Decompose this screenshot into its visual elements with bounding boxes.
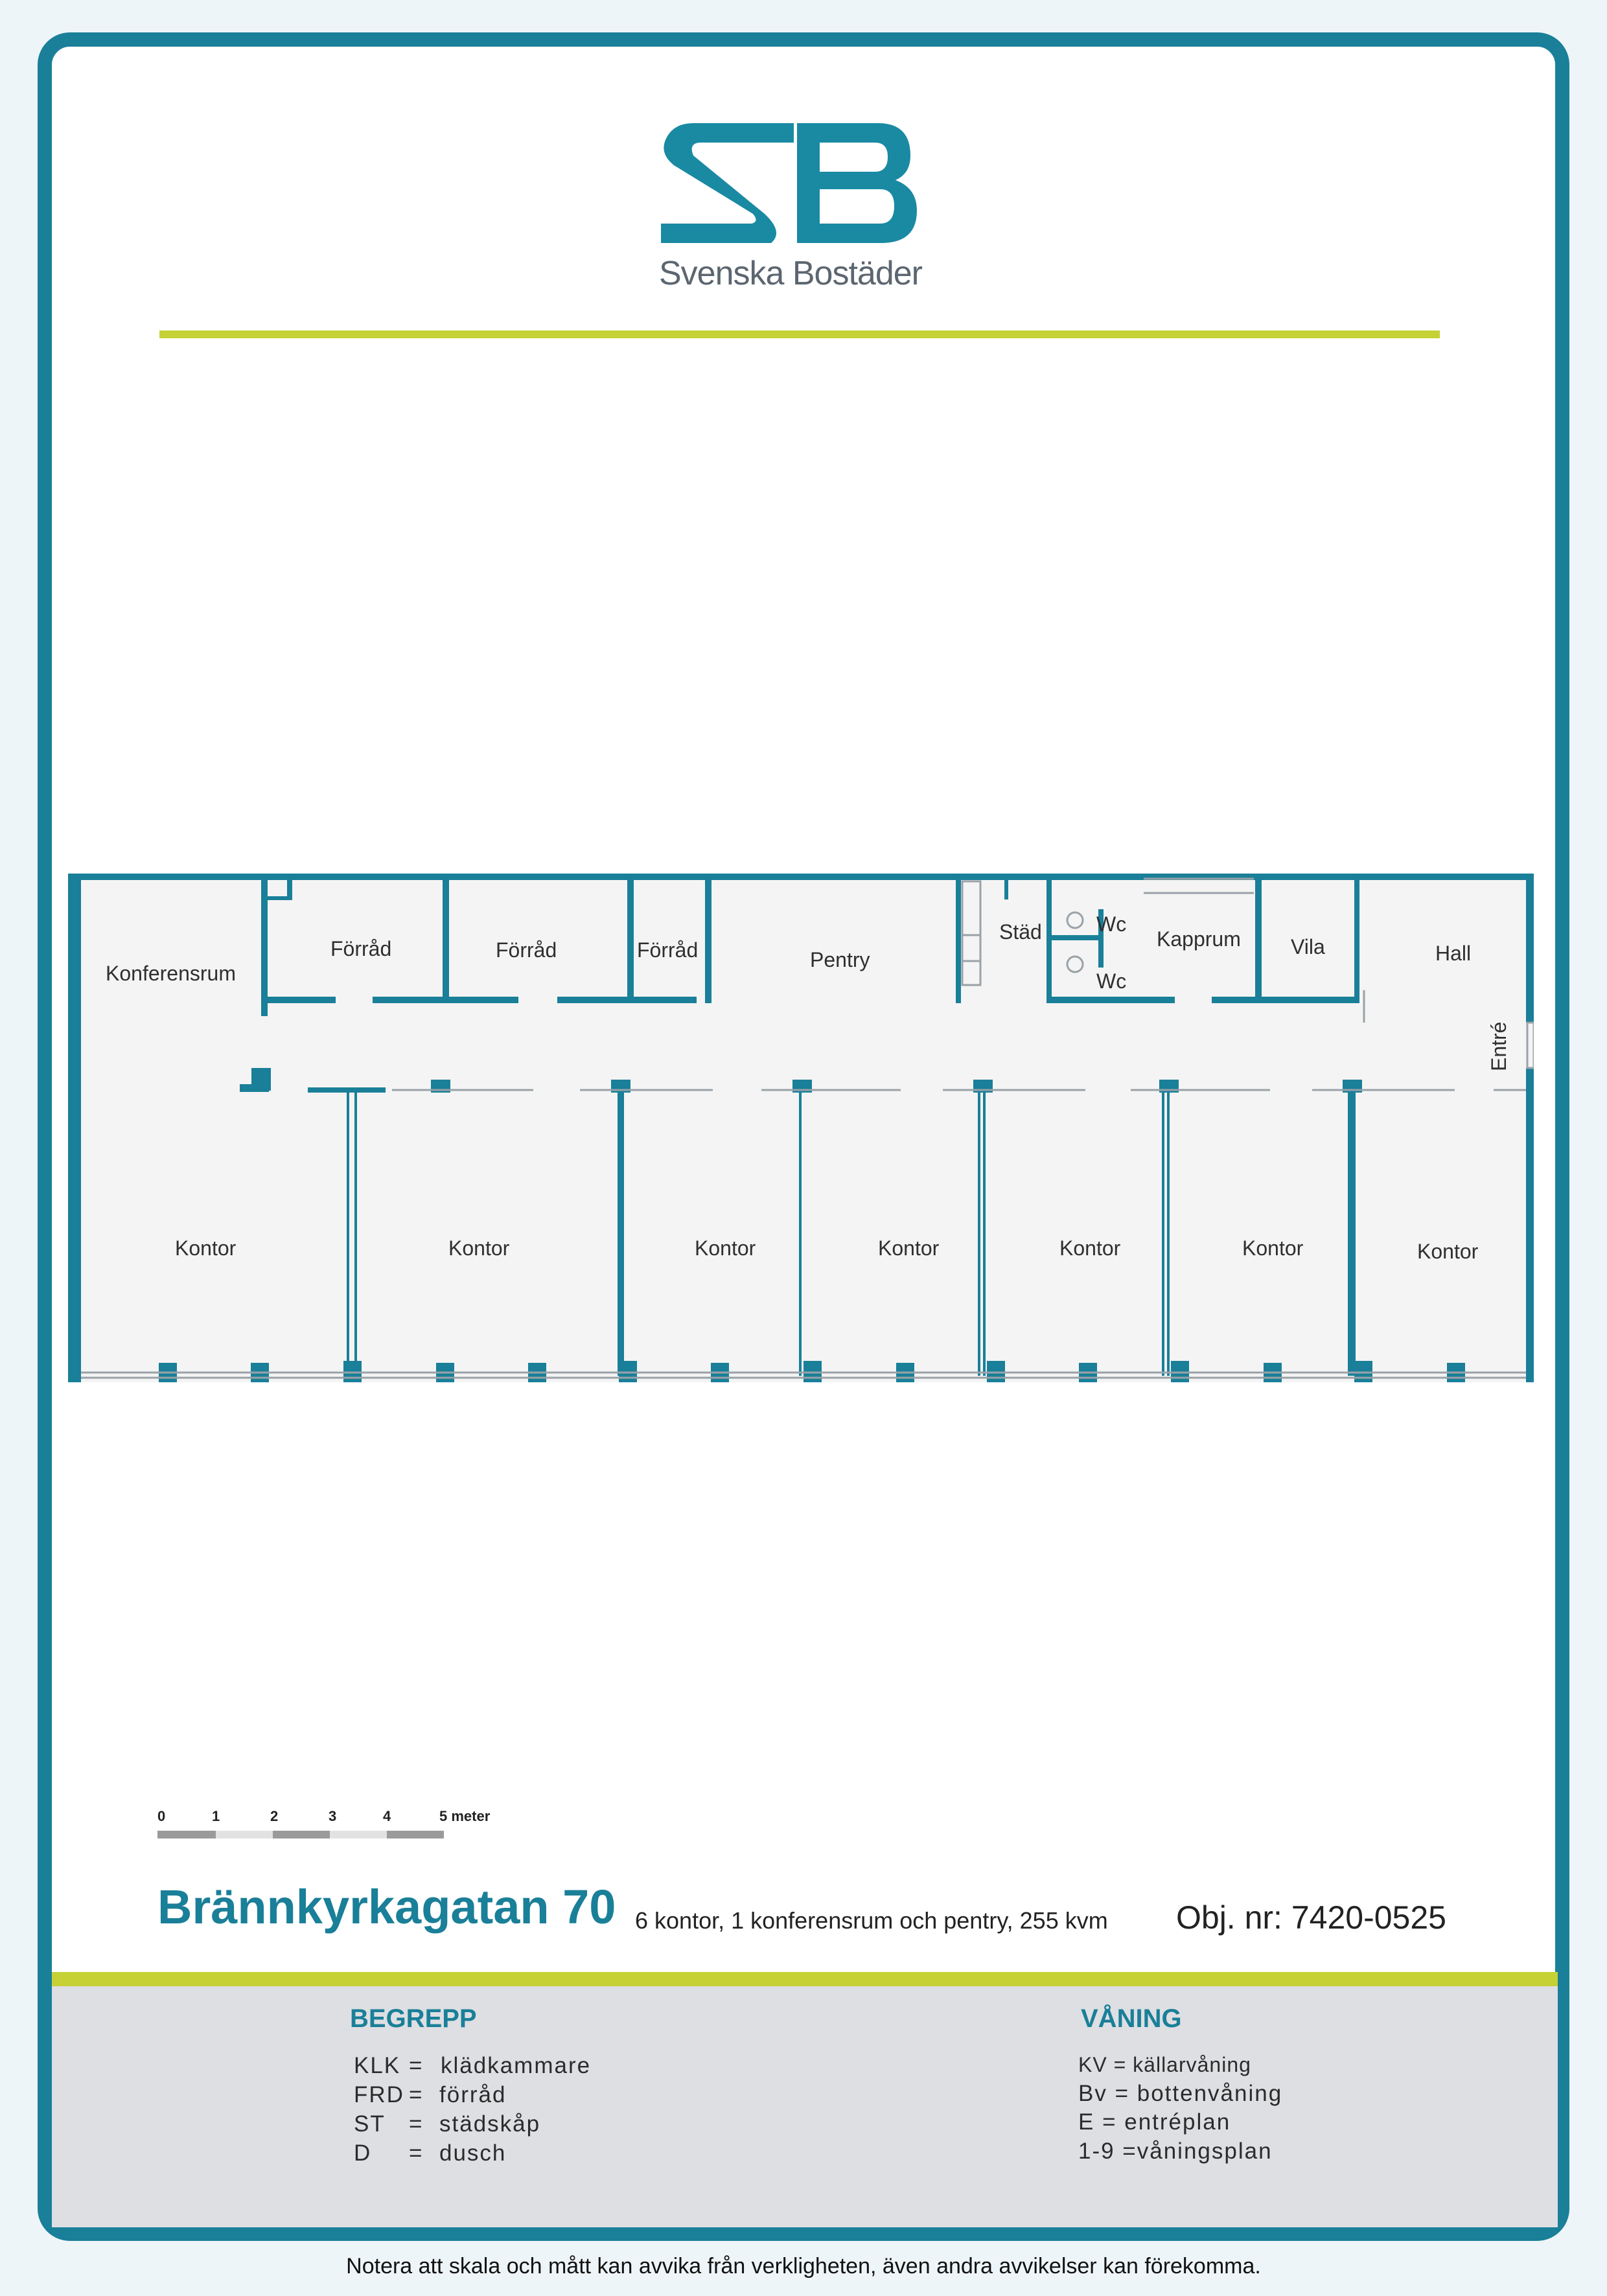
legend-text: städskåp [439,2111,541,2137]
room-kapprum: Kapprum [1157,927,1241,951]
room-kontor-3: Kontor [695,1236,756,1260]
legend-text: klädkammare [441,2053,592,2078]
scale-segment [273,1831,330,1838]
legend-begrepp-title: BEGREPP [350,2004,477,2033]
legend-abbr: ST [354,2111,386,2137]
scale-segment [216,1831,273,1838]
room-kontor-1: Kontor [175,1236,237,1260]
legend-eq: = [409,2111,424,2137]
scale-label-0: 0 [157,1808,166,1824]
legend-eq: = [409,2053,424,2078]
object-number: Obj. nr: 7420-0525 [1176,1899,1446,1936]
scale-segment [330,1831,387,1838]
room-hall: Hall [1435,942,1472,965]
room-kontor-4: Kontor [878,1236,940,1260]
room-vila: Vila [1291,935,1325,958]
legend-vaning-row: E = entréplan [1078,2109,1231,2135]
room-pentry: Pentry [810,948,870,971]
sb-logo-mark [661,123,917,243]
scale-segment [387,1831,444,1838]
legend-abbr: FRD [354,2082,404,2107]
legend-abbr: D [354,2140,372,2166]
legend-eq: = [409,2082,424,2107]
floor-plan-drawing [68,874,1535,1382]
scale-label-5: 5 meter [439,1808,491,1824]
legend-text: dusch [439,2140,507,2166]
scale-label-1: 1 [212,1808,220,1824]
legend-vaning-title: VÅNING [1081,2004,1182,2033]
room-entre: Entré [1487,1021,1510,1071]
legend-vaning-row: Bv = bottenvåning [1078,2081,1283,2106]
scale-segment [157,1831,216,1838]
room-wc-2: Wc [1096,969,1127,993]
room-forrad-3: Förråd [637,938,699,962]
room-kontor-5: Kontor [1059,1236,1121,1260]
legend-eq: = [409,2140,424,2166]
disclaimer-footer: Notera att skala och mått kan avvika frå… [346,2254,1261,2279]
scale-label-2: 2 [270,1808,279,1824]
legend-text: förråd [439,2082,507,2107]
scale-bar: 0 1 2 3 4 5 meter [157,1808,494,1847]
room-wc-1: Wc [1096,912,1127,936]
svenska-bostader-logo: Svenska Bostäder [654,117,927,305]
logo-wordmark: Svenska Bostäder [658,255,923,292]
accent-rule-top [159,330,1440,338]
legend-abbr: KLK [354,2053,401,2078]
scale-label-3: 3 [329,1808,337,1824]
legend-panel: BEGREPP KLK = klädkammare FRD = förråd S… [52,1986,1558,2227]
scale-label-4: 4 [383,1808,391,1824]
room-forrad-1: Förråd [330,937,392,960]
property-description: 6 kontor, 1 konferensrum och pentry, 255… [635,1907,1108,1934]
property-address: Brännkyrkagatan 70 [157,1880,616,1934]
room-stad: Städ [999,920,1042,944]
legend-vaning-row: KV = källarvåning [1078,2053,1251,2076]
room-konferensrum: Konferensrum [106,962,236,985]
accent-rule-bottom [52,1972,1558,1986]
room-kontor-6: Kontor [1242,1236,1304,1260]
room-kontor-7: Kontor [1417,1240,1479,1263]
legend-vaning-row: 1-9 =våningsplan [1078,2139,1273,2164]
room-forrad-2: Förråd [496,938,557,962]
floor-plan: Konferensrum Förråd Förråd Förråd Pentry… [68,874,1535,1382]
room-kontor-2: Kontor [448,1236,510,1260]
